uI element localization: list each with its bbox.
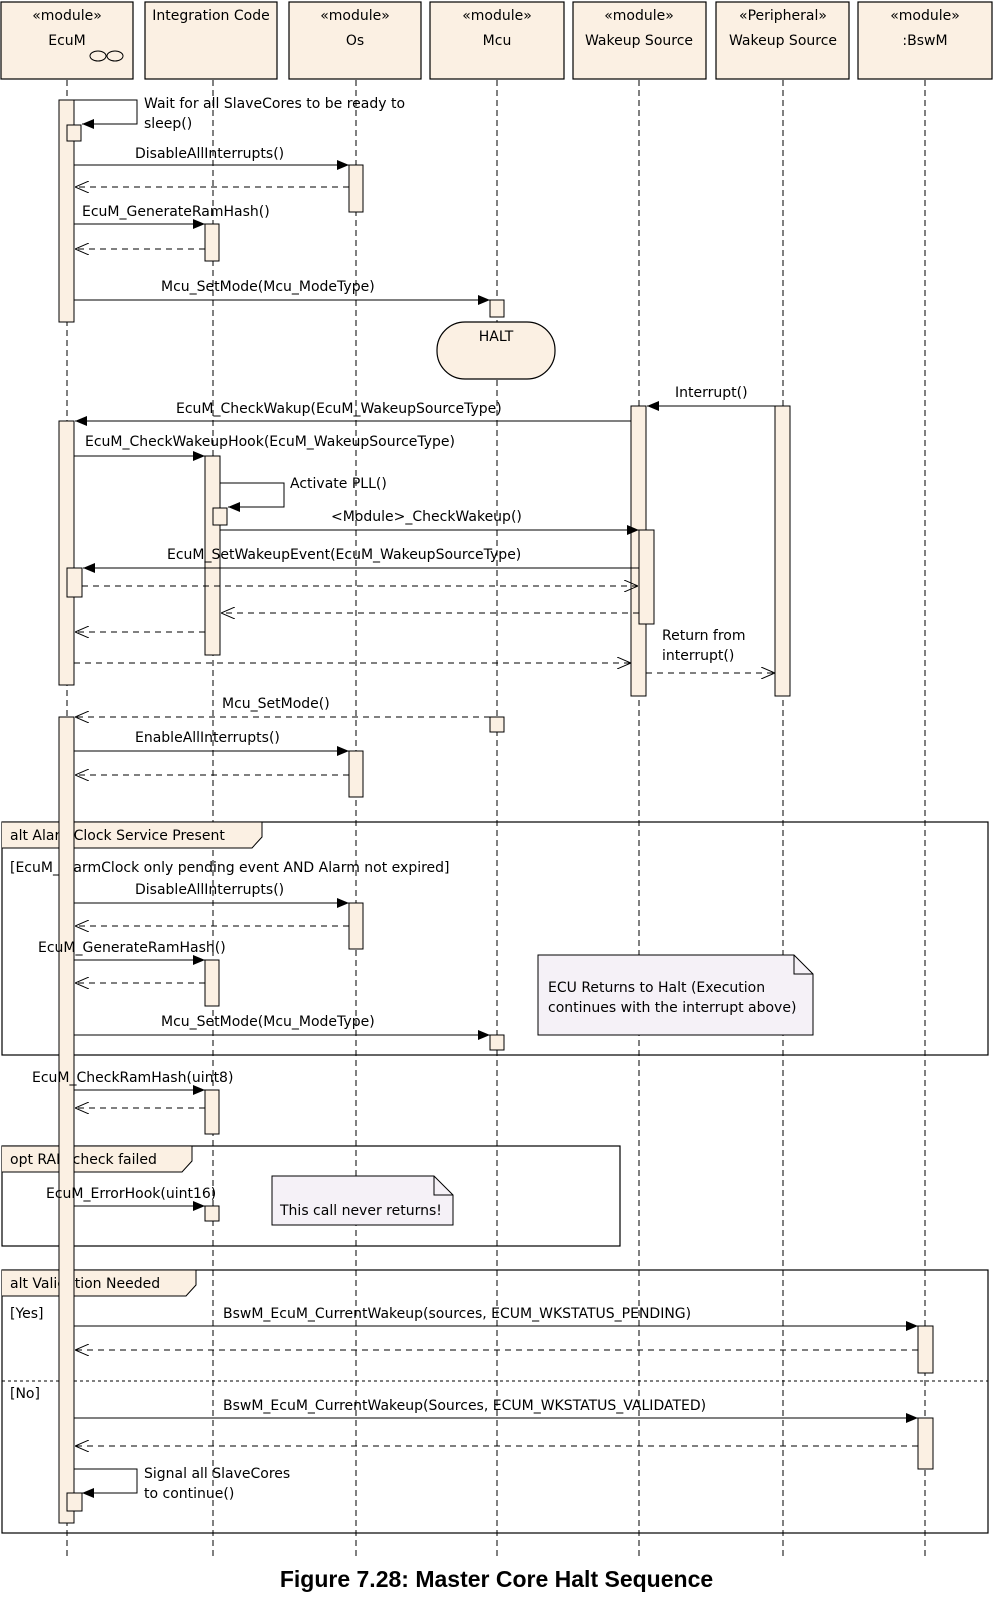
message-label: BswM_EcuM_CurrentWakeup(Sources, ECUM_WK… (223, 1398, 706, 1414)
fragment-label: opt RAM check failed (10, 1152, 157, 1168)
activation-bar (489, 716, 505, 733)
activation-bar (66, 124, 82, 142)
lifeline-header-ecum: «module» EcuM (0, 1, 134, 80)
lifeline-name: Mcu (483, 33, 512, 49)
message-label: EcuM_GenerateRamHash() (38, 940, 226, 956)
activation-bar (348, 750, 364, 798)
message-label: sleep() (144, 116, 192, 132)
lifeline-header-bswm: «module» :BswM (857, 1, 993, 80)
message-label: DisableAllInterrupts() (135, 146, 284, 162)
message-labels: Wait for all SlaveCores to be ready to s… (32, 96, 748, 1502)
lifeline-name: Integration Code (152, 8, 269, 24)
lifeline-stereotype: «module» (32, 8, 102, 24)
activation-bar (58, 420, 75, 686)
message-label: Return from (662, 628, 746, 644)
message-label: Mcu_SetMode(Mcu_ModeType) (161, 1014, 375, 1030)
message-label: EcuM_CheckWakeupHook(EcuM_WakeupSourceTy… (85, 434, 455, 450)
message-self-signal-slavecores (74, 1468, 138, 1498)
activation-bar (489, 1034, 505, 1051)
lifeline-header-integration-code: Integration Code (144, 1, 278, 80)
activation-bar (66, 1492, 83, 1512)
lifeline-header-wakeup-module: «module» Wakeup Source (572, 1, 707, 80)
activation-bar (917, 1325, 934, 1374)
note-text: continues with the interrupt above) (548, 1000, 796, 1016)
message-label: Activate PLL() (290, 476, 387, 492)
message-label: interrupt() (662, 648, 734, 664)
message-label: Mcu_SetMode() (222, 696, 330, 712)
lifeline-name: Wakeup Source (729, 33, 837, 49)
message-label: EcuM_CheckWakup(EcuM_WakeupSourceType) (176, 401, 502, 417)
activation-bars (58, 99, 934, 1524)
lifeline-stereotype: «module» (604, 8, 674, 24)
subsystem-icon (89, 50, 124, 62)
activation-bar (348, 164, 364, 213)
message-label: <Module>_CheckWakeup() (331, 509, 522, 525)
note-text: ECU Returns to Halt (Execution (548, 980, 765, 996)
activation-bar (66, 567, 83, 598)
fragment-label: alt Validation Needed (10, 1276, 160, 1292)
lifeline-stereotype: «module» (890, 8, 960, 24)
activation-bar (204, 455, 221, 656)
lifeline-name: EcuM (48, 33, 86, 49)
fragment-guard-yes: [Yes] (10, 1306, 44, 1322)
note-never-returns: This call never returns! (271, 1175, 454, 1226)
message-label: to continue() (144, 1486, 234, 1502)
message-label: EcuM_ErrorHook(uint16) (46, 1186, 216, 1202)
message-label: EcuM_CheckRamHash(uint8) (32, 1070, 233, 1086)
activation-bar (204, 223, 220, 262)
halt-state: HALT (436, 321, 556, 380)
fragment-ram-check: opt RAM check failed (1, 1145, 621, 1247)
sequence-diagram: «module» EcuM Integration Code «module» … (0, 1, 993, 1558)
lifeline-stereotype: «Peripheral» (739, 8, 827, 24)
message-label: EnableAllInterrupts() (135, 730, 280, 746)
activation-bar (204, 1089, 220, 1135)
lifeline-stereotype: «module» (462, 8, 532, 24)
activation-bar (917, 1417, 934, 1470)
lifeline-name: Os (346, 33, 364, 49)
message-label: Wait for all SlaveCores to be ready to (144, 96, 405, 112)
message-label: EcuM_SetWakeupEvent(EcuM_WakeupSourceTyp… (167, 547, 521, 563)
activation-bar (204, 1205, 220, 1222)
activation-bar (489, 299, 505, 318)
halt-label: HALT (479, 329, 514, 345)
lifeline-stereotype: «module» (320, 8, 390, 24)
fragment-validation: alt Validation Needed [Yes] [No] (1, 1269, 989, 1534)
activation-bar (638, 529, 655, 625)
lifeline-name: :BswM (902, 33, 947, 49)
message-label: Interrupt() (675, 385, 748, 401)
lifeline-header-wakeup-peripheral: «Peripheral» Wakeup Source (715, 1, 850, 80)
lifeline-name: Wakeup Source (585, 33, 693, 49)
message-label: EcuM_GenerateRamHash() (82, 204, 270, 220)
message-label: Signal all SlaveCores (144, 1466, 290, 1482)
figure-caption: Figure 7.28: Master Core Halt Sequence (279, 1566, 714, 1592)
fragment-guard-no: [No] (10, 1386, 40, 1402)
note-text: This call never returns! (279, 1203, 442, 1219)
activation-bar (212, 507, 228, 526)
activation-bar (58, 99, 75, 323)
lifeline-header-mcu: «module» Mcu (429, 1, 565, 80)
activation-bar (204, 959, 220, 1007)
message-label: Mcu_SetMode(Mcu_ModeType) (161, 279, 375, 295)
activation-bar (348, 902, 364, 950)
activation-bar (774, 405, 791, 697)
message-self-wait-slavecores (74, 99, 138, 129)
note-ecu-returns-to-halt: ECU Returns to Halt (Execution continues… (537, 954, 814, 1036)
activation-bar (58, 716, 75, 1524)
message-label: DisableAllInterrupts() (135, 882, 284, 898)
lifeline-header-os: «module» Os (288, 1, 422, 80)
message-label: BswM_EcuM_CurrentWakeup(sources, ECUM_WK… (223, 1306, 691, 1322)
fragment-alarm-clock: alt AlarmClock Service Present [EcuM_Ala… (1, 821, 989, 1056)
message-self-activate-pll (220, 482, 285, 512)
fragment-guard: [EcuM_AlarmClock only pending event AND … (10, 860, 450, 876)
fragment-label: alt AlarmClock Service Present (10, 828, 225, 844)
message-lines (74, 99, 918, 1498)
